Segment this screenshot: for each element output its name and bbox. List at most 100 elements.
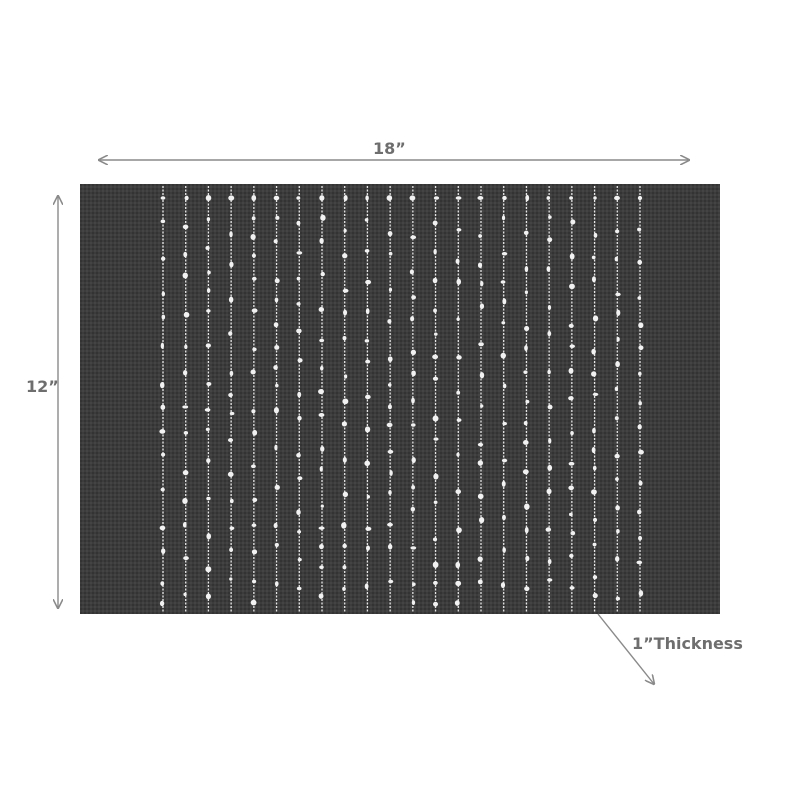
stripe-nub — [432, 537, 438, 542]
stripe-nub — [388, 579, 394, 584]
stripe-nub — [477, 262, 483, 268]
stripe-nub — [548, 215, 552, 219]
stripe-nub — [615, 555, 620, 562]
stripe-nub — [547, 558, 552, 565]
stripe-nub — [159, 429, 166, 434]
stripe-nub — [637, 296, 642, 300]
stripe-nub — [569, 196, 573, 200]
stripe-nub — [500, 280, 506, 284]
stripe-nub — [228, 195, 235, 201]
stripe-nub — [410, 546, 417, 550]
stripe-nub — [455, 258, 460, 264]
stripe-nub — [501, 458, 508, 463]
stripe-nub — [160, 219, 166, 224]
stripe-nub — [433, 248, 437, 255]
stripe-nub — [614, 256, 618, 262]
stripe-nub — [502, 195, 507, 201]
stripe-nub — [387, 230, 393, 237]
stripe-nub — [568, 485, 574, 491]
stripe-nub — [502, 383, 507, 389]
stripe-nub — [343, 309, 348, 316]
stripe-nub — [206, 458, 211, 464]
stripe-nub — [456, 278, 462, 285]
stripe-nub — [524, 325, 530, 332]
stripe-nub — [387, 522, 393, 527]
stripe-nub — [229, 370, 234, 377]
stripe-nub — [319, 338, 325, 343]
stripe-nub — [616, 309, 621, 316]
stripe-nub — [204, 408, 211, 412]
stripe-nub — [387, 383, 392, 387]
stripe-nub — [229, 526, 235, 530]
stripe-nub — [411, 295, 416, 300]
stripe-nub — [364, 460, 371, 467]
stripe-nub — [591, 489, 597, 495]
stripe-nub — [320, 504, 324, 508]
stripe-nub — [229, 411, 235, 416]
stripe-nub — [524, 586, 530, 592]
width-label: 18” — [373, 139, 406, 158]
stripe-nub — [184, 195, 189, 201]
stripe-nub — [591, 348, 596, 355]
stripe-nub — [387, 543, 393, 550]
stripe-nub — [206, 496, 211, 501]
stripe-nub — [250, 369, 256, 375]
stripe-nub — [615, 477, 619, 481]
stripe-nub — [318, 306, 325, 312]
stripe-nub — [227, 471, 234, 477]
stripe-nub — [455, 580, 462, 587]
stripe-nub — [548, 438, 552, 444]
stripe-nub — [159, 600, 165, 607]
stripe-nub — [161, 548, 166, 554]
stripe-nub — [250, 234, 256, 240]
stripe-nub — [183, 592, 187, 597]
stripe-nub — [296, 196, 301, 200]
stripe-nub — [182, 224, 189, 230]
stripe-nub — [228, 296, 234, 303]
stripe-nub — [522, 469, 529, 475]
stripe-nub — [568, 396, 574, 401]
stripe-nub — [227, 438, 234, 443]
stripe-nub — [636, 560, 643, 565]
stripe-nub — [183, 251, 188, 258]
stripe-nub — [569, 344, 575, 349]
stripe-nub — [569, 586, 575, 590]
stripe-nub — [274, 484, 280, 490]
stripe-nub — [502, 422, 507, 426]
stripe-nub — [637, 195, 643, 201]
stripe-nub — [410, 506, 416, 512]
stripe-nub — [477, 579, 483, 585]
stripe-nub — [251, 253, 256, 258]
stripe-nub — [592, 392, 599, 396]
stripe-nub — [387, 319, 392, 324]
stripe-nub — [320, 365, 324, 371]
stripe-nub — [547, 237, 553, 243]
placemat — [80, 184, 720, 614]
stripe-nub — [386, 422, 393, 428]
thickness-label: 1”Thickness — [632, 634, 743, 653]
stripe-nub — [524, 345, 528, 351]
stripe-nub — [432, 277, 438, 284]
stripe-nub — [523, 421, 528, 426]
stripe-nub — [502, 514, 506, 521]
stripe-nub — [479, 303, 485, 309]
stripe-nub — [297, 358, 303, 363]
stripe-nub — [342, 336, 347, 341]
stripe-nub — [637, 259, 643, 265]
stripe-nub — [387, 356, 393, 363]
stripe-nub — [250, 464, 256, 469]
stripe-nub — [319, 466, 323, 472]
stripe-nub — [388, 287, 393, 292]
stripe-nub — [433, 500, 438, 504]
stripe-nub — [365, 308, 370, 315]
stripe-nub — [318, 413, 325, 417]
stripe-nub — [205, 245, 210, 250]
stripe-nub — [456, 452, 460, 457]
stripe-nub — [182, 470, 189, 476]
stripe-nub — [569, 512, 573, 517]
stripe-nub — [433, 196, 440, 200]
stripe-nub — [524, 526, 529, 534]
stripe-nub — [274, 444, 278, 451]
stripe-nub — [433, 473, 439, 480]
stripe-nub — [615, 505, 620, 511]
